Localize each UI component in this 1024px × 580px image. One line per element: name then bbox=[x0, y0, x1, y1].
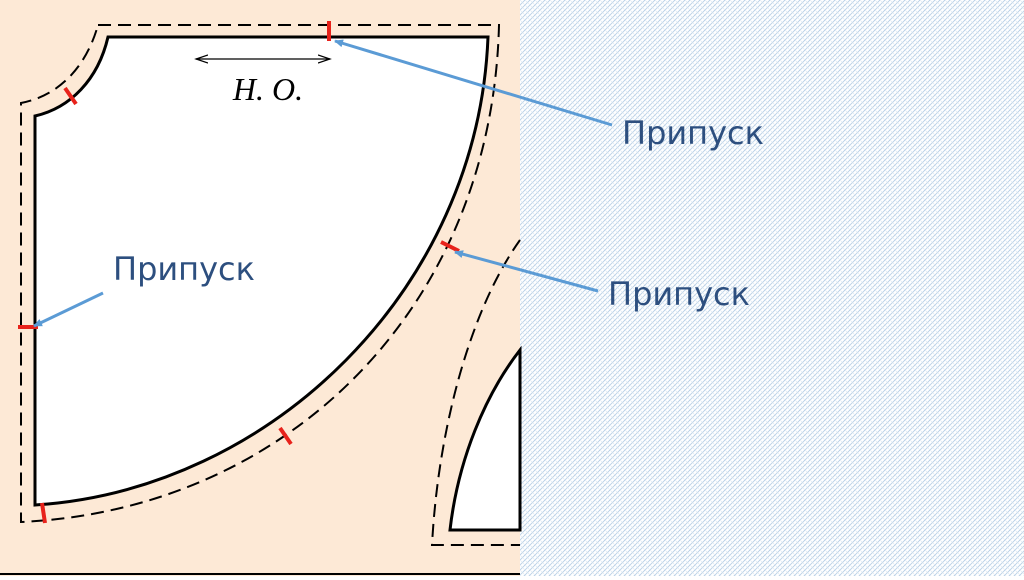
notch-curve-upper bbox=[440, 240, 460, 253]
seam-allowance-outline-second bbox=[430, 239, 521, 546]
pointer-arrows bbox=[33, 39, 613, 328]
label-allowance-curve: Припуск bbox=[608, 275, 750, 313]
notch-bottom bbox=[40, 502, 47, 524]
arrow-top bbox=[334, 39, 613, 127]
pattern-piece-main bbox=[33, 35, 490, 507]
seam-allowance-outline bbox=[20, 24, 501, 524]
arrow-left bbox=[33, 291, 104, 328]
notch-neck bbox=[63, 86, 78, 106]
hatched-background bbox=[520, 0, 1024, 576]
grain-line-label: Н. О. bbox=[232, 71, 303, 107]
pattern-piece-second bbox=[448, 345, 522, 532]
label-allowance-top: Припуск bbox=[622, 114, 764, 152]
arrow-curve bbox=[454, 250, 599, 293]
notch-curve-lower bbox=[278, 426, 293, 446]
label-allowance-left: Припуск bbox=[113, 250, 255, 288]
